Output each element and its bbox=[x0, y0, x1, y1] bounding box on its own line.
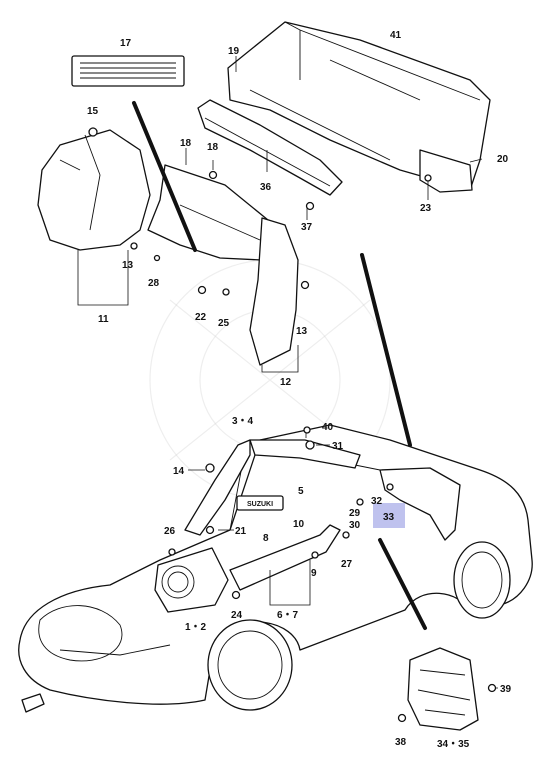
callout-28: 28 bbox=[148, 278, 160, 289]
callout-13b: 13 bbox=[296, 326, 308, 337]
callout-9: 9 bbox=[311, 568, 317, 579]
part-18-center-trim bbox=[147, 164, 281, 261]
callout-37: 37 bbox=[301, 222, 313, 233]
callout-39: 39 bbox=[500, 684, 512, 695]
callout-labels: 17 15 19 41 18 18 36 20 23 37 13 13 28 2… bbox=[87, 30, 512, 750]
callout-24: 24 bbox=[231, 610, 243, 621]
callout-21: 21 bbox=[235, 526, 247, 537]
callout-19: 19 bbox=[228, 46, 240, 57]
part-1-2-kick-panel bbox=[154, 547, 229, 613]
part-36-rail bbox=[197, 99, 343, 196]
callout-15: 15 bbox=[87, 106, 99, 117]
part-3-4-a-pillar-trim bbox=[184, 439, 251, 536]
callout-18b: 18 bbox=[207, 142, 219, 153]
part-8-sticker: SUZUKI bbox=[236, 495, 284, 511]
callout-25: 25 bbox=[218, 318, 230, 329]
callout-32: 32 bbox=[371, 496, 383, 507]
callout-31: 31 bbox=[332, 441, 344, 452]
callout-29: 29 bbox=[349, 508, 361, 519]
part-rear-quarter bbox=[379, 467, 461, 541]
callout-26: 26 bbox=[164, 526, 176, 537]
callout-13a: 13 bbox=[122, 260, 134, 271]
callout-40: 40 bbox=[322, 422, 334, 433]
callout-10: 10 bbox=[293, 519, 305, 530]
part-6-7-sill-plate bbox=[229, 524, 341, 606]
part-11-left-panel bbox=[37, 129, 151, 306]
callout-23: 23 bbox=[420, 203, 432, 214]
part-17-label-plate bbox=[71, 55, 185, 87]
callout-18a: 18 bbox=[180, 138, 192, 149]
part-41-rear-trim bbox=[227, 21, 491, 193]
callout-41: 41 bbox=[390, 30, 402, 41]
callout-22: 22 bbox=[195, 312, 207, 323]
callout-highlight-33 bbox=[373, 503, 405, 528]
callout-leaders bbox=[185, 56, 498, 689]
part-5-header-trim bbox=[249, 439, 361, 469]
callout-34-35: 34・35 bbox=[437, 739, 470, 750]
callout-5: 5 bbox=[298, 486, 304, 497]
callout-27: 27 bbox=[341, 559, 353, 570]
callout-36: 36 bbox=[260, 182, 272, 193]
callout-38: 38 bbox=[395, 737, 407, 748]
callout-6-7: 6・7 bbox=[277, 610, 299, 621]
callout-17: 17 bbox=[120, 38, 132, 49]
flag-icon bbox=[21, 693, 45, 713]
callout-12: 12 bbox=[280, 377, 292, 388]
callout-8: 8 bbox=[263, 533, 269, 544]
callout-11: 11 bbox=[98, 314, 109, 325]
callout-14: 14 bbox=[173, 466, 185, 477]
callout-3-4: 3・4 bbox=[232, 416, 254, 427]
part-12-pillar bbox=[249, 217, 299, 373]
callout-20: 20 bbox=[497, 154, 509, 165]
fasteners bbox=[88, 127, 497, 723]
sticker-text: SUZUKI bbox=[247, 501, 273, 508]
callout-33: 33 bbox=[383, 512, 395, 523]
callout-1-2: 1・2 bbox=[185, 622, 207, 633]
callout-30: 30 bbox=[349, 520, 361, 531]
leader-lines bbox=[132, 101, 427, 630]
part-34-35-bracket bbox=[407, 647, 479, 731]
